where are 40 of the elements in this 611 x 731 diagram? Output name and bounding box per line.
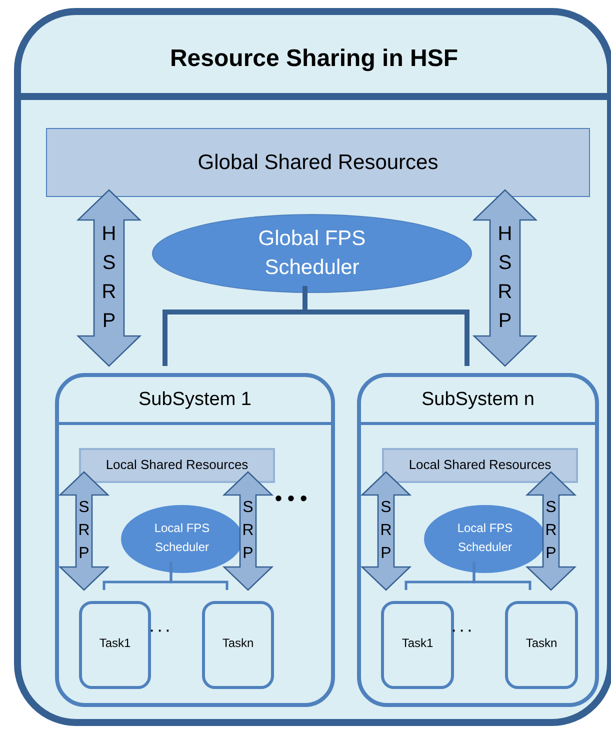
node-label: Local FPS Scheduler	[456, 520, 514, 556]
connector-line	[170, 562, 228, 590]
edge-label: SRP	[77, 498, 91, 564]
node-label: Local FPS Scheduler	[153, 520, 211, 556]
ellipsis-text: · · ·	[150, 623, 170, 638]
edge-label: HSRP	[100, 222, 118, 334]
ellipsis-text: • • •	[275, 488, 308, 511]
double-block-arrow	[360, 471, 412, 591]
resource-box	[46, 128, 590, 197]
resource-box	[382, 448, 578, 483]
node-label: Taskn	[524, 636, 558, 650]
resource-box	[79, 448, 275, 483]
double-block-arrow	[222, 471, 274, 591]
task-box	[505, 601, 578, 689]
ellipsis-text: · · ·	[452, 623, 472, 638]
node-label: Global Shared Resources	[196, 151, 440, 175]
heading: Resource Sharing in HSF	[168, 45, 460, 73]
heading: SubSystem 1	[138, 389, 252, 411]
double-block-arrow	[525, 471, 577, 591]
task-box	[79, 601, 151, 689]
node-label: Taskn	[221, 636, 255, 650]
node-label: Local Shared Resources	[104, 457, 250, 472]
task-box	[202, 601, 274, 689]
subsystem-box	[55, 373, 335, 707]
diagram-panel	[14, 8, 611, 726]
connector-line	[472, 562, 532, 590]
task-box	[381, 601, 454, 689]
edge-label: HSRP	[496, 222, 514, 334]
node-label: Task1	[400, 636, 434, 650]
edge-label: SRP	[379, 498, 393, 564]
double-block-arrow	[58, 471, 110, 591]
heading: SubSystem n	[420, 389, 536, 411]
double-block-arrow	[472, 189, 538, 367]
double-block-arrow	[76, 189, 142, 367]
edge-label: SRP	[241, 498, 255, 564]
node-label: Local Shared Resources	[408, 457, 552, 472]
subsystem-box	[357, 373, 599, 707]
node-label: Global FPS Scheduler	[257, 226, 367, 281]
node-label: Task1	[98, 636, 132, 650]
edge-label: SRP	[544, 498, 558, 564]
